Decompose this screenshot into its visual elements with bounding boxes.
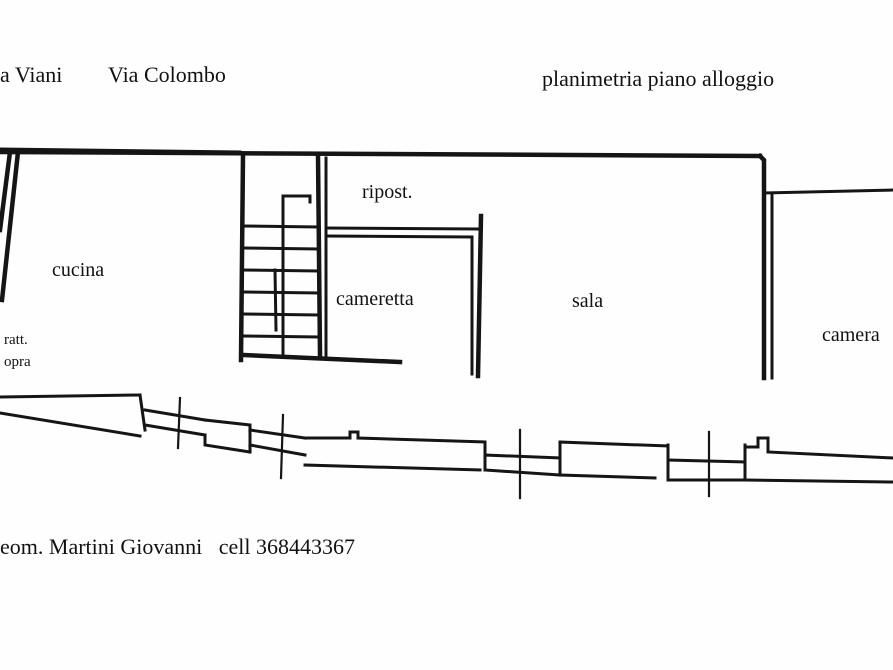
room-label-camera: camera	[822, 324, 880, 346]
street-name-colombo: Via Colombo	[108, 62, 226, 87]
room-label-ripostiglio: ripost.	[362, 181, 413, 203]
bottom-facade-wall	[0, 393, 893, 500]
top-exterior-wall	[0, 147, 893, 381]
room-label-sala: sala	[572, 290, 604, 312]
author-credit: eom. Martini Giovanni cell 368443367	[0, 536, 355, 558]
street-name-viani: a Viani	[0, 62, 63, 87]
note-line-2: opra	[4, 354, 31, 370]
phone-label: cell	[218, 534, 251, 559]
room-label-cucina: cucina	[52, 259, 105, 281]
author-name: eom. Martini Giovanni	[0, 534, 203, 559]
note-line-1: ratt.	[4, 332, 28, 348]
plan-title: planimetria piano alloggio	[542, 66, 775, 91]
stairwell	[238, 152, 403, 365]
room-label-cameretta: cameretta	[336, 288, 414, 310]
left-wall	[0, 149, 21, 303]
phone-number: 368443367	[256, 534, 356, 559]
cameretta-walls	[324, 213, 484, 379]
